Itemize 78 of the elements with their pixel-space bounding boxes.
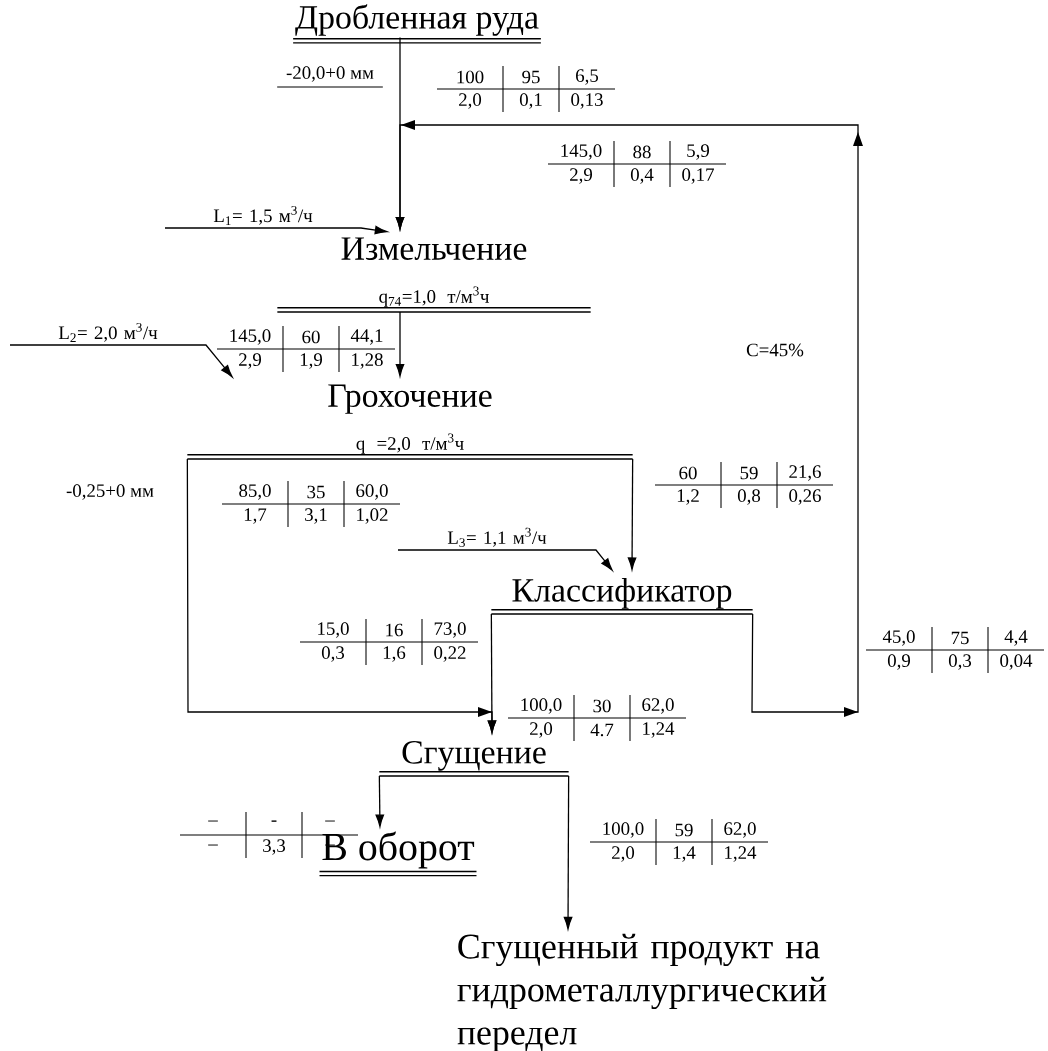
flow-arrow — [627, 458, 637, 571]
flow-value: 88 — [633, 145, 651, 159]
flow-value: 15,0 — [318, 622, 349, 638]
flow-value: - — [271, 820, 277, 822]
flow-arrow — [164, 225, 388, 235]
process-step: Классификатор — [490, 577, 754, 615]
flow-value: 75 — [951, 631, 969, 645]
flow-note: -0,25+0 мм — [66, 484, 154, 500]
flow-value: 30 — [593, 699, 611, 713]
flow-value: 60 — [302, 330, 320, 344]
flow-arrow — [395, 311, 405, 377]
flow-value: 0,3 — [948, 654, 972, 670]
stream-name: Сгущенный продукт на гидрометаллургический передел — [457, 933, 827, 1051]
flow-value: 100,0 — [521, 698, 562, 714]
flow-value: 35 — [307, 485, 325, 499]
flow-value: 2,9 — [570, 168, 592, 184]
flow-value: 2,0 — [459, 93, 482, 109]
flow-value: – — [208, 820, 218, 822]
flow-value: 145,0 — [561, 144, 602, 160]
flow-value: 0,8 — [737, 489, 761, 505]
flow-value: 95 — [522, 70, 540, 84]
flow-value: 1,24 — [725, 846, 757, 862]
flow-value: 16 — [386, 623, 403, 637]
flow-value: 3,1 — [305, 508, 327, 524]
flow-value: 1,24 — [643, 722, 675, 738]
flow-value: 0,3 — [321, 646, 345, 662]
water-feed-label: L$_{3}$= 1,1 м$^{3}$/ч — [447, 527, 547, 547]
flow-value: 0,26 — [789, 489, 821, 505]
flow-value: 6,5 — [576, 69, 599, 85]
flow-value: 0,1 — [519, 93, 542, 109]
flow-value: 145,0 — [230, 329, 271, 345]
flow-value: 0,22 — [434, 646, 466, 662]
stream-name: Дробленная руда — [292, 4, 542, 44]
flow-value: 1,9 — [300, 353, 322, 369]
flow-arrow — [395, 120, 863, 717]
process-step: Грохочение q =2,0 т/м$^{3}$ч — [186, 384, 634, 460]
process-step: Сгущение — [378, 740, 570, 777]
flow-arrow — [563, 775, 573, 930]
process-step: Измельчение q$_{74}$=1,0 т/м$^{3}$ч — [276, 237, 592, 313]
water-feed-label: L$_{1}$= 1,5 м$^{3}$/ч — [213, 205, 313, 225]
flow-value: 1,4 — [673, 846, 696, 862]
flow-value: 59 — [740, 466, 758, 480]
flow-value: 0,4 — [630, 168, 654, 184]
flow-arrow — [375, 775, 385, 828]
flow-value: 2,9 — [239, 353, 261, 369]
flow-value: 1,02 — [357, 508, 388, 524]
flow-arrow — [487, 613, 497, 734]
flow-value: 2,0 — [612, 846, 635, 862]
flow-value: 100 — [457, 70, 484, 84]
flow-value: 3,3 — [263, 839, 286, 855]
flow-value: 1,6 — [383, 646, 406, 662]
flow-value: 5,9 — [687, 144, 709, 160]
flow-value: 62,0 — [724, 822, 756, 838]
flow-value: 60 — [679, 466, 697, 480]
flow-value: 45,0 — [882, 630, 915, 646]
water-feed-label: L$_{2}$= 2,0 м$^{3}$/ч — [58, 322, 158, 342]
flow-value: 1,2 — [677, 489, 699, 505]
flow-value: 4,4 — [1004, 630, 1028, 646]
flow-value: – — [208, 844, 218, 846]
flow-value: 73,0 — [434, 622, 466, 638]
flow-value: 44,1 — [350, 329, 383, 345]
flow-arrow — [9, 344, 233, 378]
flow-value: 100,0 — [603, 822, 644, 838]
flow-note: -20,0+0 мм — [286, 66, 374, 82]
flow-note: C=45% — [746, 343, 804, 357]
flow-value: 0,17 — [682, 168, 714, 184]
flow-arrow — [397, 549, 613, 571]
flow-value: 21,6 — [789, 465, 821, 481]
flow-value: 0,13 — [571, 93, 603, 109]
flow-value: 0,04 — [1000, 654, 1033, 670]
flow-value: 4.7 — [590, 723, 614, 737]
flow-value: 59 — [675, 823, 693, 837]
flow-value: 85,0 — [239, 484, 271, 500]
flow-value: 1,7 — [244, 508, 267, 524]
flow-value: 62,0 — [642, 698, 674, 714]
flow-value: 0,9 — [887, 654, 910, 670]
flow-value: 60,0 — [356, 484, 388, 500]
flow-value: 1,28 — [352, 353, 383, 369]
